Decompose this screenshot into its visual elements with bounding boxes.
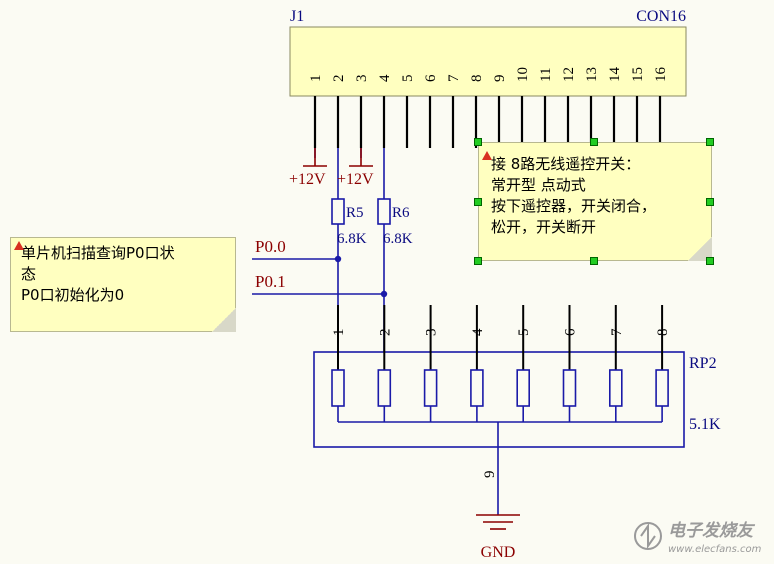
resistor-r5[interactable] [331,198,345,225]
rp2-resistor[interactable] [331,369,345,407]
rp2-resistor[interactable] [423,369,438,407]
power-label-2: +12V [337,171,374,188]
rp2-resistor[interactable] [562,369,577,407]
note-line: 态 [21,265,37,283]
connector-pin-number: 3 [354,75,370,83]
rp2-resistor[interactable] [655,369,669,407]
note-fold [212,308,236,332]
connector-pin-number: 13 [584,67,600,82]
connector-pin-number: 14 [607,67,623,83]
junction-p01 [380,290,388,298]
connector-pin-number: 15 [630,67,646,82]
note-line: P0口初始化为0 [21,286,125,304]
note-wireless-switch[interactable]: 接 8路无线遥控开关： 常开型 点动式 按下遥控器，开关闭合， 松开，开关断开 [478,142,712,261]
note-scan-p0[interactable]: 单片机扫描查询P0口状 态 P0口初始化为0 [10,237,236,332]
connector-pin-number: 2 [331,75,347,83]
selection-handle[interactable] [474,257,482,265]
power-label-1: +12V [289,171,326,188]
connector-designator: J1 [290,8,304,25]
rp2-pin-number: 1 [331,329,347,337]
watermark-brand: 电子发烧友 [668,521,756,541]
rp2-pin-number: 3 [424,329,440,337]
watermark-url: www.elecfans.com [668,544,762,555]
rp2-pin-number: 4 [470,328,486,336]
connector-pin-number: 4 [377,74,393,82]
net-label-p01: P0.1 [255,272,286,291]
note-line: 按下遥控器，开关闭合， [491,197,657,215]
gnd-label: GND [481,544,516,561]
rp2-resistor[interactable] [470,369,484,407]
warning-icon [482,151,492,160]
selection-handle[interactable] [706,138,714,146]
r5-designator: R5 [346,205,364,221]
connector-pin-number: 6 [423,74,439,82]
r6-designator: R6 [392,205,410,221]
rp2-resistor[interactable] [516,369,531,407]
junction-p00 [334,255,342,263]
selection-handle[interactable] [474,198,482,206]
power-symbols [303,148,373,167]
connector-pin-number: 16 [653,67,669,83]
warning-icon [14,241,24,250]
rp2-designator: RP2 [689,355,717,372]
note-line: 单片机扫描查询P0口状 [21,244,175,262]
rp2-value: 5.1K [689,416,721,433]
note-line: 接 8路无线遥控开关： [491,155,641,173]
selection-handle[interactable] [706,198,714,206]
connector-pin-number: 1 [308,75,324,83]
connector-pin-number: 5 [400,75,416,83]
selection-handle[interactable] [590,138,598,146]
connector-pin-number: 9 [492,75,508,83]
resistor-r6[interactable] [377,198,391,225]
rp2-pin-number: 5 [516,329,532,337]
rp2-pin-number: 8 [655,329,671,337]
resistor-pack-elements: 1 2 3 4 5 6 7 8 [331,305,671,447]
r5-value: 6.8K [337,231,367,247]
watermark: 电子发烧友 www.elecfans.com [634,521,762,555]
wires [252,148,499,515]
connector-part: CON16 [636,8,686,25]
selection-handle[interactable] [474,138,482,146]
note-line: 常开型 点动式 [491,176,586,194]
resistor-pack-body[interactable] [313,351,685,448]
watermark-logo-icon [634,522,662,550]
rp2-pin-number: 2 [377,329,393,337]
rp2-common-pin: 9 [482,471,498,479]
gnd-icon [476,514,520,530]
rp2-pin-number: 7 [609,328,625,336]
connector-pin-number: 7 [446,74,462,82]
rp2-resistor[interactable] [377,369,392,407]
connector-pin-number: 11 [538,68,554,82]
selection-handle[interactable] [590,257,598,265]
net-label-p00: P0.0 [255,237,286,256]
connector-pin-number: 12 [561,67,577,82]
connector-pin-number: 8 [469,75,485,83]
selection-handle[interactable] [706,257,714,265]
note-line: 松开，开关断开 [491,218,597,236]
rp2-resistor[interactable] [608,369,623,407]
rp2-pin-number: 6 [563,328,579,336]
connector-pin-number: 10 [515,67,531,82]
r6-value: 6.8K [383,231,413,247]
connector-body[interactable] [289,26,687,97]
